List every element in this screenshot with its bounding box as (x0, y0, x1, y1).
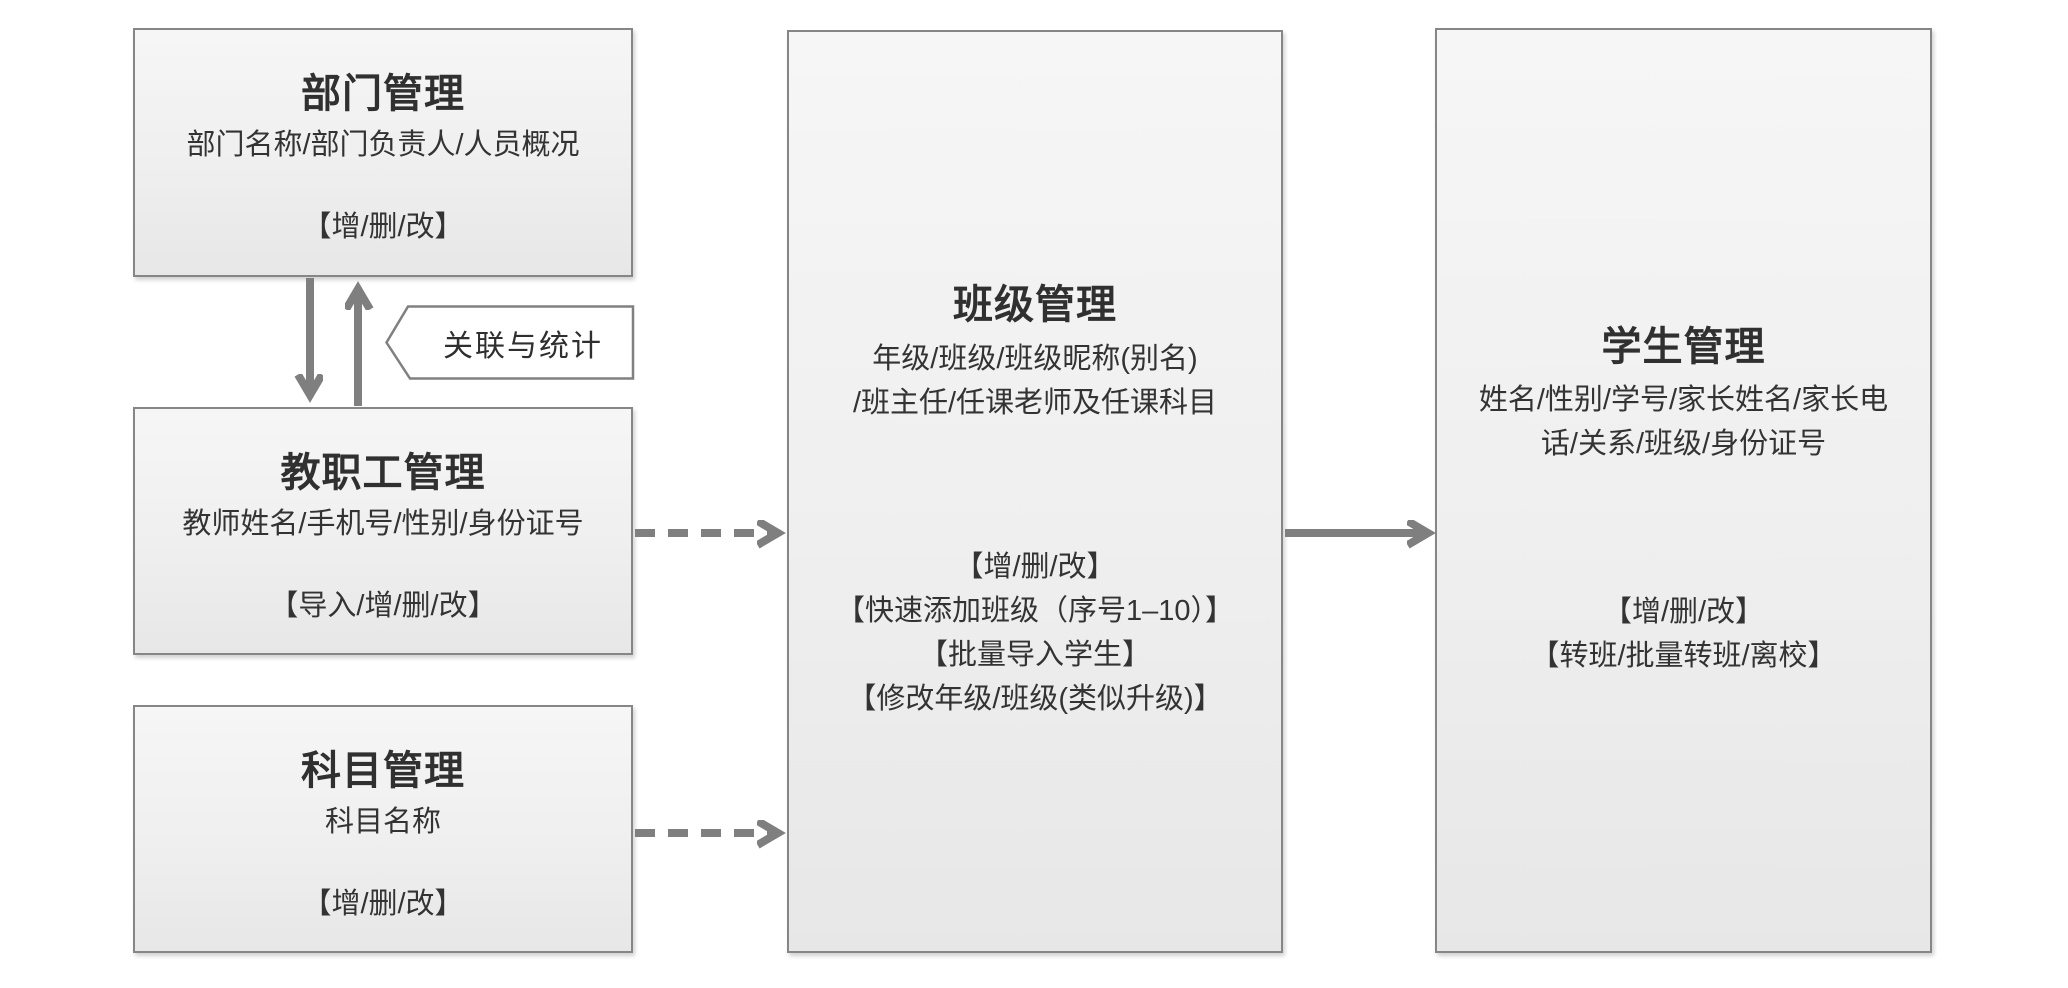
callout-shape (385, 305, 635, 380)
node-fields: 教师姓名/手机号/性别/身份证号 (182, 508, 584, 540)
node-operations: 【增/删/改】 (302, 211, 464, 243)
node-fields: 科目名称 (324, 806, 441, 838)
node-title: 教职工管理 (280, 451, 486, 495)
node-operations: 【导入/增/删/改】 (269, 590, 497, 622)
node-student-management: 学生管理 姓名/性别/学号/家长姓名/家长电 话/关系/班级/身份证号 【增/删… (1435, 28, 1932, 953)
connector-label-callout: 关联与统计 (385, 305, 635, 380)
node-fields: 年级/班级/班级昵称(别名) /班主任/任课老师及任课科目 (852, 343, 1218, 419)
node-operations: 【增/删/改】 【转班/批量转班/离校】 (1530, 596, 1837, 672)
node-fields: 部门名称/部门负责人/人员概况 (186, 129, 580, 161)
connector-label: 关联与统计 (443, 329, 603, 363)
node-fields: 姓名/性别/学号/家长姓名/家长电 话/关系/班级/身份证号 (1478, 384, 1889, 460)
node-title: 学生管理 (1601, 325, 1766, 369)
node-title: 部门管理 (301, 72, 465, 116)
node-title: 班级管理 (953, 283, 1117, 327)
node-operations: 【增/删/改】 【快速添加班级（序号1–10）】 【批量导入学生】 【修改年级/… (835, 551, 1234, 715)
node-operations: 【增/删/改】 (302, 888, 464, 920)
node-staff-management: 教职工管理 教师姓名/手机号/性别/身份证号 【导入/增/删/改】 (133, 407, 633, 655)
node-class-management: 班级管理 年级/班级/班级昵称(别名) /班主任/任课老师及任课科目 【增/删/… (787, 30, 1283, 953)
node-department-management: 部门管理 部门名称/部门负责人/人员概况 【增/删/改】 (133, 28, 633, 277)
node-title: 科目管理 (301, 749, 465, 793)
node-subject-management: 科目管理 科目名称 【增/删/改】 (133, 705, 633, 953)
